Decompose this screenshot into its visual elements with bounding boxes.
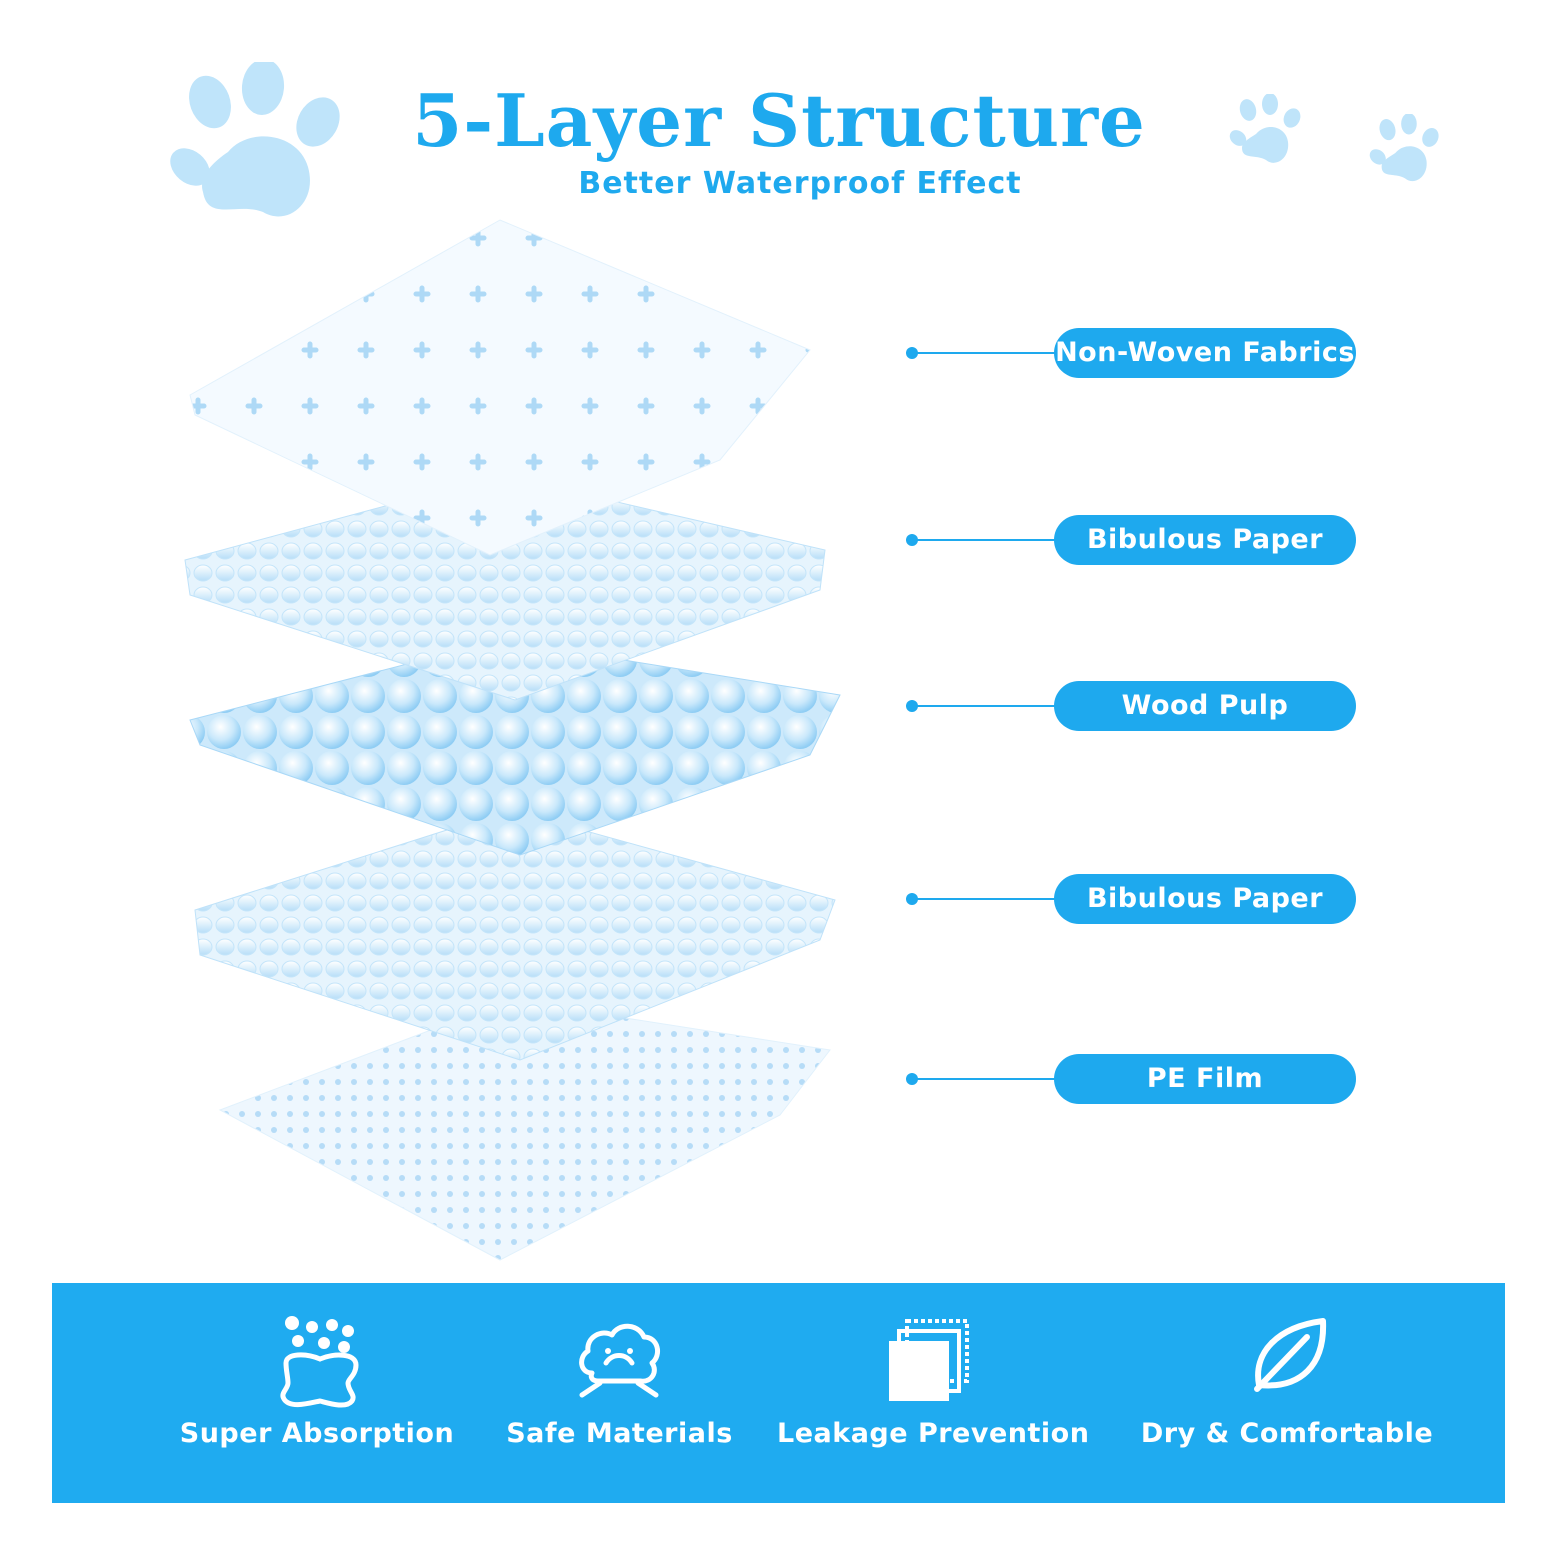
layer-label-bibulous-paper-lower: Bibulous Paper xyxy=(1054,874,1356,924)
connector-line xyxy=(906,346,1066,360)
layer-label-non-woven-fabrics: Non-Woven Fabrics xyxy=(1054,328,1356,378)
feature-label: Safe Materials xyxy=(506,1418,733,1449)
feature-label: Leakage Prevention xyxy=(777,1418,1090,1449)
layer-label-pe-film: PE Film xyxy=(1054,1054,1356,1104)
layer-label-wood-pulp: Wood Pulp xyxy=(1054,681,1356,731)
page-subtitle: Better Waterproof Effect xyxy=(578,166,1022,201)
layer-stack-illustration xyxy=(184,219,841,1261)
layer-label-bibulous-paper-upper: Bibulous Paper xyxy=(1054,515,1356,565)
page-title: 5-Layer Structure xyxy=(412,78,1146,163)
stacked-layers-icon xyxy=(889,1319,969,1401)
large-paw-icon xyxy=(170,62,340,217)
feature-label: Dry & Comfortable xyxy=(1140,1418,1434,1449)
feature-leakage-prevention: Leakage Prevention xyxy=(777,1283,1090,1503)
feature-band: Super Absorption Safe Materials Leakage … xyxy=(52,1283,1505,1503)
layer-non-woven-fabrics xyxy=(189,219,811,556)
connector-line xyxy=(906,892,1066,906)
small-paw-icon xyxy=(1229,94,1301,163)
small-paw-icon xyxy=(1369,114,1439,182)
sponge-icon xyxy=(280,1316,359,1408)
leaf-icon xyxy=(1254,1318,1327,1392)
feature-label: Super Absorption xyxy=(179,1418,455,1449)
connector-line xyxy=(906,533,1066,547)
feature-dry-comfortable: Dry & Comfortable xyxy=(1137,1283,1437,1503)
connector-line xyxy=(906,1072,1066,1086)
connector-line xyxy=(906,699,1066,713)
feature-safe-materials: Safe Materials xyxy=(482,1283,757,1503)
feature-super-absorption: Super Absorption xyxy=(172,1283,462,1503)
cloud-smile-icon xyxy=(579,1323,661,1398)
